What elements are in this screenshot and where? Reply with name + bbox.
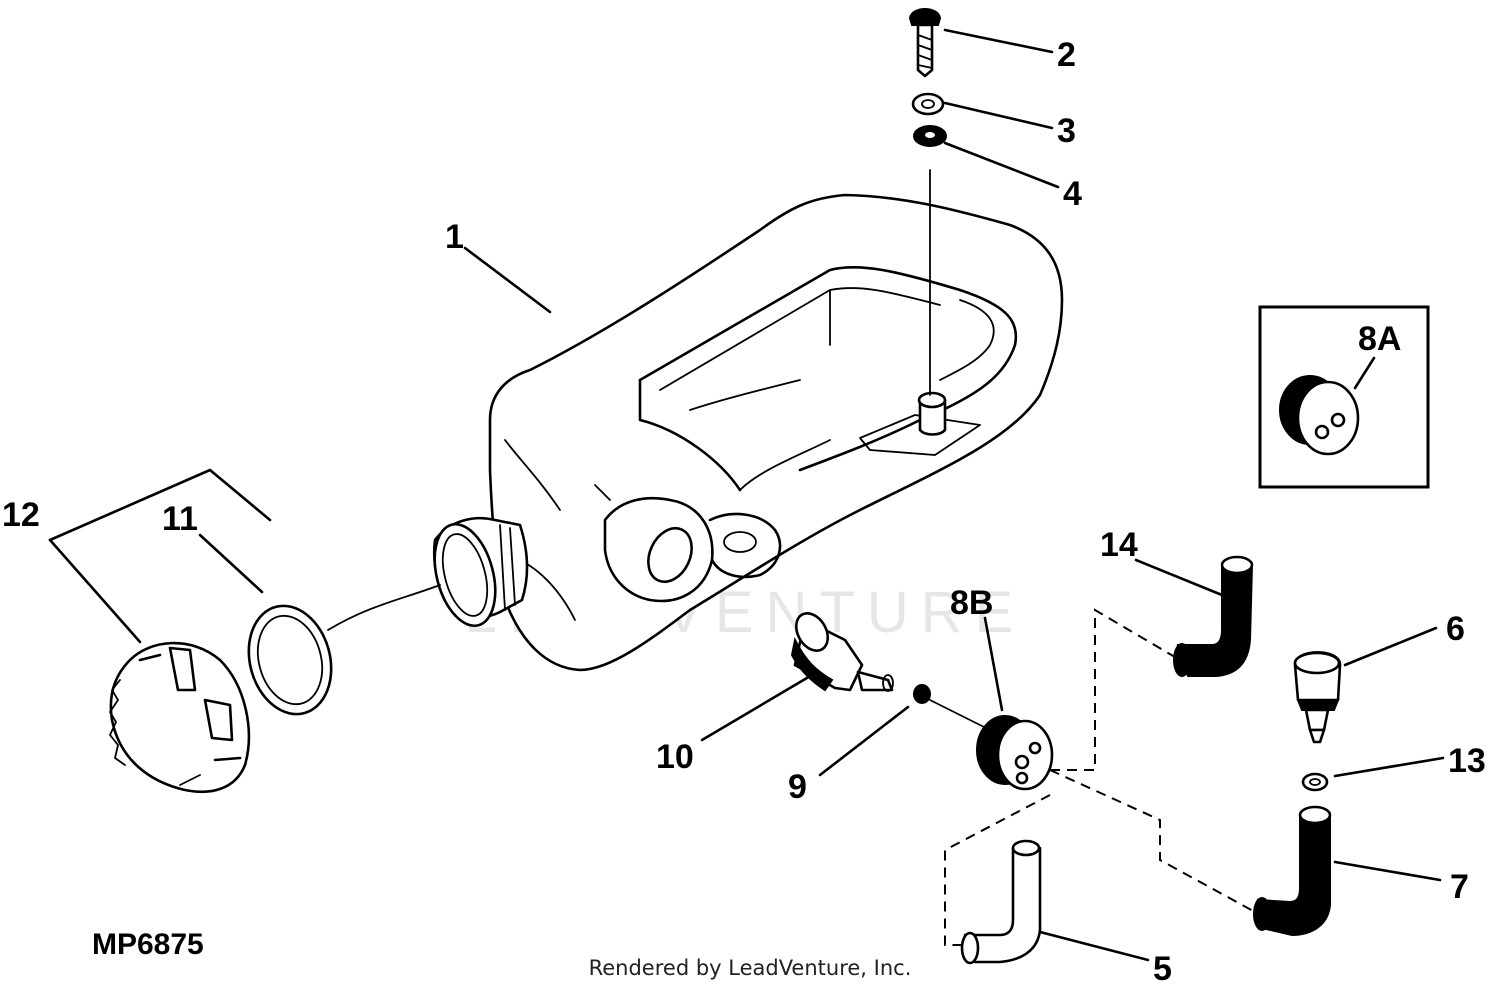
part-1-fuel-tank [432, 169, 1064, 672]
leader-lines [48, 28, 1445, 962]
callout-4: 4 [1063, 175, 1082, 213]
assembly-line-filter-to-grommet [929, 699, 991, 731]
figure-id: MP6875 [92, 928, 204, 961]
footer-credit: Rendered by LeadVenture, Inc. [589, 956, 912, 980]
part-5-elbow-hose [960, 839, 1042, 965]
part-13-washer [1301, 772, 1329, 792]
part-3-lock-washer [911, 92, 945, 116]
part-8a-grommet [1279, 375, 1360, 456]
callout-7: 7 [1450, 868, 1469, 906]
callout-10: 10 [656, 738, 694, 776]
callout-12: 12 [2, 496, 40, 534]
callout-2: 2 [1057, 36, 1076, 74]
callout-3: 3 [1057, 112, 1076, 150]
callout-6: 6 [1446, 610, 1465, 648]
callout-1: 1 [445, 218, 464, 256]
part-10-fuel-filter [790, 612, 894, 692]
callout-14: 14 [1100, 526, 1138, 564]
part-6-fitting [1293, 651, 1342, 744]
part-9-o-ring [913, 684, 931, 704]
part-8b-grommet [976, 715, 1054, 791]
callout-13: 13 [1448, 742, 1486, 780]
callout-5: 5 [1153, 950, 1172, 985]
callout-11: 11 [162, 500, 198, 538]
part-12-fuel-cap [109, 641, 251, 794]
callout-8b: 8B [950, 584, 993, 622]
assembly-line-cap-to-tank [327, 584, 441, 631]
part-4-flat-washer [913, 125, 947, 147]
part-2-screw [908, 8, 942, 78]
part-14-elbow-hose [1173, 555, 1254, 677]
callout-8a: 8A [1358, 320, 1401, 358]
part-11-gasket [247, 604, 333, 716]
part-7-elbow-hose [1253, 805, 1332, 937]
callout-9: 9 [788, 768, 807, 806]
